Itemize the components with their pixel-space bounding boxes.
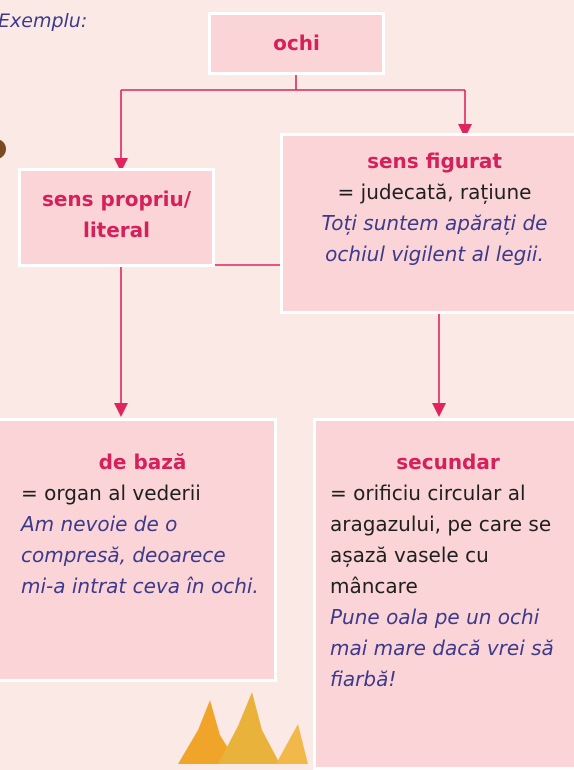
secondary-definition: = orificiu circular al aragazului, pe ca…	[330, 481, 552, 598]
figurative-sense-node: sens figurat = judecată, rațiune Toți su…	[280, 133, 574, 314]
basic-definition: = organ al vederii	[21, 481, 201, 505]
secondary-title: secundar	[396, 450, 500, 474]
basic-sense-node: de bază = organ al vederii Am nevoie de …	[0, 418, 277, 682]
decorative-dot	[0, 139, 6, 159]
figurative-definition: = judecată, rațiune	[337, 180, 532, 204]
figurative-title: sens figurat	[367, 149, 502, 173]
arrow-head-secundar	[432, 403, 446, 417]
flame-icon	[178, 692, 308, 764]
literal-sense-node: sens propriu/ literal	[18, 168, 215, 267]
arrow-head-baza	[114, 403, 128, 417]
secondary-example: Pune oala pe un ochi mai mare dacă vrei …	[330, 605, 554, 691]
figurative-example: Toți suntem apărați de ochiul vigilent a…	[321, 211, 548, 266]
root-node: ochi	[208, 12, 385, 75]
basic-title: de bază	[98, 450, 187, 474]
basic-example: Am nevoie de o compresă, deoarece mi-a i…	[21, 512, 259, 598]
literal-title: sens propriu/ literal	[41, 187, 192, 242]
secondary-sense-node: secundar = orificiu circular al aragazul…	[313, 418, 574, 770]
example-label: Exemplu:	[0, 10, 88, 32]
arrow-head-figurat	[458, 124, 472, 138]
arrow-head-propriu	[114, 158, 128, 172]
root-label: ochi	[273, 31, 320, 55]
